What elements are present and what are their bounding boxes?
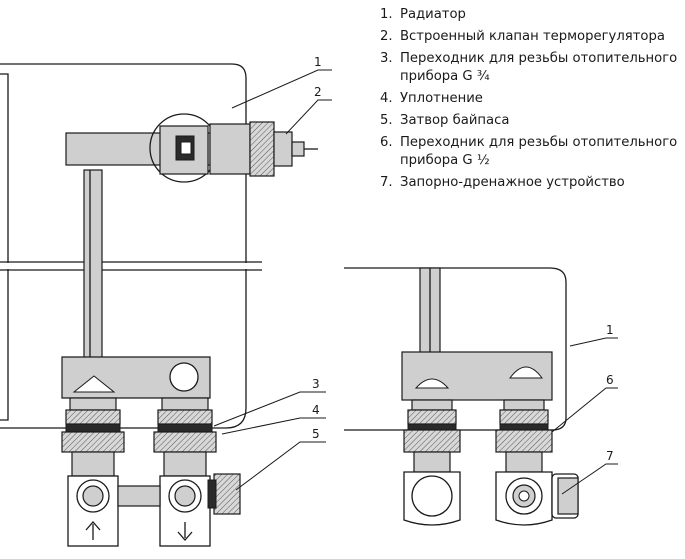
legend-text: Уплотнение <box>400 91 483 106</box>
manifold-cone <box>72 375 116 393</box>
legend-item-2: 2. Встроенный клапан терморегулятора <box>380 28 680 46</box>
legend-text: Встроенный клапан терморегулятора <box>400 29 665 44</box>
manifold-ball <box>169 362 199 392</box>
callout-right-7: 7 <box>606 449 614 463</box>
legend-item-3: 3. Переходник для резьбы отопительного п… <box>380 50 680 86</box>
callout-left-1: 1 <box>314 55 322 69</box>
legend-number: 6. <box>380 135 393 150</box>
riser-pipe <box>83 169 103 365</box>
bypass-shutter <box>213 473 241 515</box>
legend-item-1: 1. Радиатор <box>380 6 680 24</box>
legend-number: 7. <box>380 175 393 190</box>
callout-left-3: 3 <box>312 377 320 391</box>
callout-right-1: 1 <box>606 323 614 337</box>
radiator-body <box>0 63 247 429</box>
legend-text: Переходник для резьбы отопительного приб… <box>400 135 678 168</box>
legend-item-7: 7. Запорно-дренажное устройство <box>380 174 680 192</box>
left-fitting <box>61 397 125 547</box>
right-fitting <box>153 397 217 547</box>
radiator-inner-line <box>0 73 9 421</box>
callout-left-2: 2 <box>314 85 322 99</box>
legend-text: Затвор байпаса <box>400 113 510 128</box>
callout-left-5: 5 <box>312 427 320 441</box>
left-view <box>0 63 318 547</box>
callout-right-6: 6 <box>606 373 614 387</box>
thermostat-spindle <box>291 141 305 157</box>
right-left-fitting <box>403 399 461 473</box>
legend-text: Переходник для резьбы отопительного приб… <box>400 51 678 84</box>
thermostat-cap <box>273 131 293 167</box>
legend-text: Запорно-дренажное устройство <box>400 175 625 190</box>
thermostat-thread <box>249 121 275 177</box>
legend-number: 2. <box>380 29 393 44</box>
legend-number: 4. <box>380 91 393 106</box>
legend-item-6: 6. Переходник для резьбы отопительного п… <box>380 134 680 170</box>
callout-left-4: 4 <box>312 403 320 417</box>
thermostat-body <box>209 123 251 175</box>
legend: 1. Радиатор 2. Встроенный клапан терморе… <box>380 6 680 196</box>
legend-item-5: 5. Затвор байпаса <box>380 112 680 130</box>
right-right-fitting <box>495 399 553 473</box>
legend-number: 3. <box>380 51 393 66</box>
legend-number: 1. <box>380 7 393 22</box>
right-view <box>344 267 579 526</box>
legend-item-4: 4. Уплотнение <box>380 90 680 108</box>
legend-text: Радиатор <box>400 7 466 22</box>
radiator-body-right <box>344 267 567 431</box>
bypass-pipe <box>117 485 161 507</box>
callouts: 1 2 3 4 5 1 6 7 <box>213 55 618 495</box>
legend-number: 5. <box>380 113 393 128</box>
valve-core-window <box>180 141 192 155</box>
